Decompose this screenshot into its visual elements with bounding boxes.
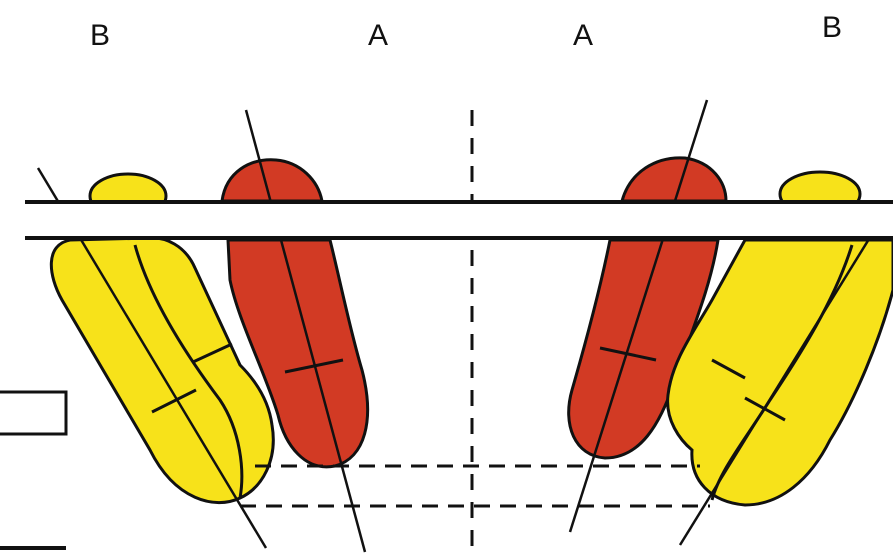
- label-a-left: A: [368, 19, 388, 52]
- edge-box: [0, 392, 66, 434]
- label-b-right: B: [822, 11, 842, 44]
- membrane-band: [0, 202, 893, 238]
- label-a-right: A: [573, 19, 593, 52]
- label-b-left: B: [90, 19, 110, 52]
- subunit-a-right-head: [622, 158, 726, 201]
- subunit-a-left-head: [222, 160, 322, 201]
